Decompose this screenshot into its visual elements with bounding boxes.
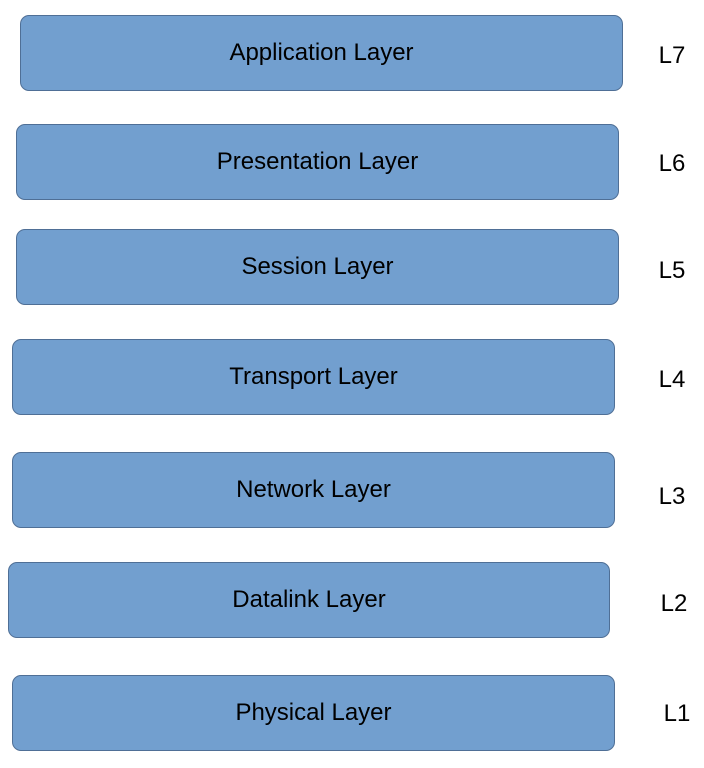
physical-layer-code: L1 <box>663 700 691 727</box>
physical-layer-label: Physical Layer <box>235 699 392 726</box>
application-layer-box: Application Layer <box>20 15 623 91</box>
presentation-layer-label: Presentation Layer <box>216 148 419 175</box>
physical-layer-box: Physical Layer <box>12 675 615 751</box>
network-layer-label: Network Layer <box>236 476 391 503</box>
transport-layer-box: Transport Layer <box>12 339 615 415</box>
datalink-layer-label: Datalink Layer <box>232 586 386 613</box>
session-layer-label: Session Layer <box>241 253 394 280</box>
session-layer-code: L5 <box>658 257 686 284</box>
datalink-layer-box: Datalink Layer <box>8 562 610 638</box>
session-layer-box: Session Layer <box>16 229 619 305</box>
transport-layer-label: Transport Layer <box>229 363 398 390</box>
network-layer-box: Network Layer <box>12 452 615 528</box>
presentation-layer-code: L6 <box>658 150 686 177</box>
presentation-layer-box: Presentation Layer <box>16 124 619 200</box>
application-layer-code: L7 <box>658 42 686 69</box>
transport-layer-code: L4 <box>658 366 686 393</box>
datalink-layer-code: L2 <box>660 590 688 617</box>
network-layer-code: L3 <box>658 483 686 510</box>
application-layer-label: Application Layer <box>229 39 414 66</box>
